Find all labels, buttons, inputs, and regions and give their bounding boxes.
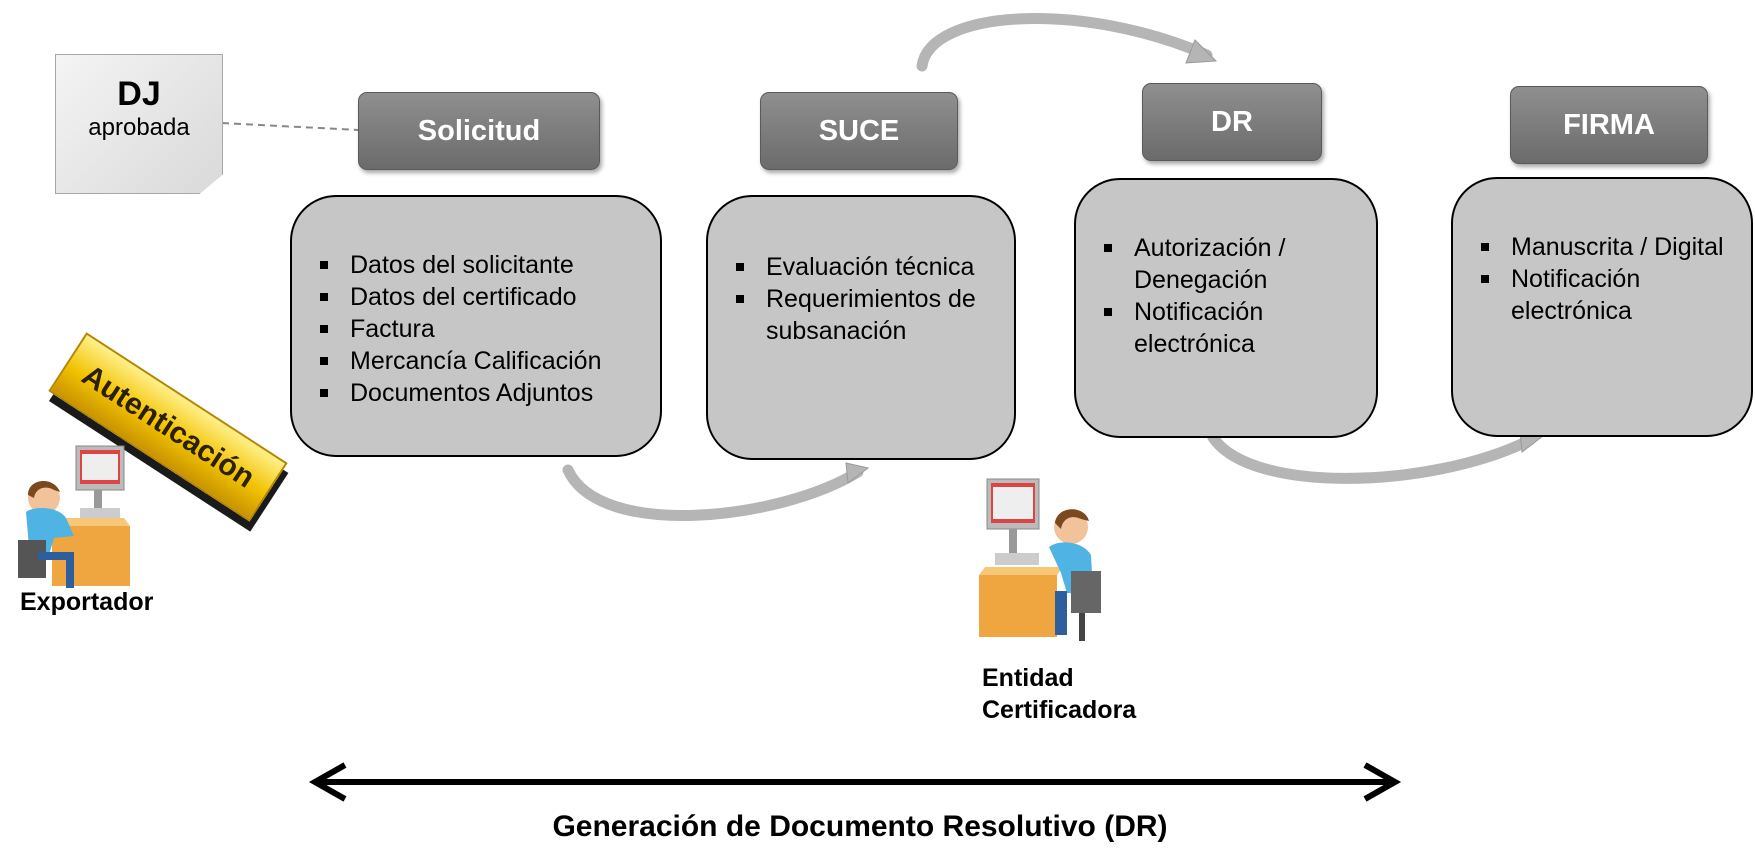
- list-item: Evaluación técnica: [708, 251, 1000, 283]
- list-item: Notificación electrónica: [1453, 263, 1737, 327]
- list-item: Datos del solicitante: [292, 249, 660, 281]
- list-item: Factura: [292, 313, 660, 345]
- step-tab-label: FIRMA: [1563, 108, 1655, 141]
- step-tab-label: DR: [1211, 105, 1253, 138]
- dj-note: DJ aprobada: [55, 54, 223, 194]
- curved-arrow-dr-firma: [1204, 426, 1536, 484]
- exporter-workstation-icon: [18, 445, 130, 588]
- dj-connector-line: [221, 122, 359, 131]
- curved-arrow-solicitud-suce: [562, 464, 864, 521]
- step-tab-label: Solicitud: [417, 114, 541, 147]
- step-tab-dr: DR: [1142, 83, 1322, 161]
- certifier-label: Entidad Certificadora: [982, 664, 1137, 724]
- step-tab-suce: SUCE: [760, 92, 958, 170]
- step-box-solicitud: Datos del solicitante Datos del certific…: [290, 195, 662, 457]
- step-tab-solicitud: Solicitud: [358, 92, 600, 170]
- suce-item-list: Evaluación técnica Requerimientos de sub…: [708, 251, 1000, 347]
- list-item: Datos del certificado: [292, 281, 660, 313]
- list-item: Mercancía Calificación: [292, 345, 660, 377]
- list-item: Manuscrita / Digital: [1453, 231, 1737, 263]
- firma-item-list: Manuscrita / Digital Notificación electr…: [1453, 231, 1737, 327]
- list-item: Documentos Adjuntos: [292, 377, 660, 409]
- step-box-firma: Manuscrita / Digital Notificación electr…: [1451, 177, 1753, 437]
- dj-note-subtitle: aprobada: [88, 114, 190, 141]
- timeline-left-head: [308, 762, 347, 802]
- solicitud-item-list: Datos del solicitante Datos del certific…: [292, 249, 660, 409]
- list-item: Requerimientos de subsanación: [708, 283, 1000, 347]
- step-box-dr: Autorización / Denegación Notificación e…: [1074, 178, 1378, 438]
- list-item: Notificación electrónica: [1076, 296, 1362, 360]
- step-tab-label: SUCE: [818, 114, 900, 147]
- step-box-suce: Evaluación técnica Requerimientos de sub…: [706, 195, 1016, 460]
- timeline-right-head: [1363, 762, 1402, 802]
- list-item: Autorización / Denegación: [1076, 232, 1362, 296]
- dr-item-list: Autorización / Denegación Notificación e…: [1076, 232, 1362, 360]
- timeline-label: Generación de Documento Resolutivo (DR): [552, 810, 1168, 843]
- step-tab-firma: FIRMA: [1510, 86, 1708, 164]
- exporter-label: Exportador: [20, 588, 154, 616]
- curved-arrow-solicitud-suce-head: [845, 462, 870, 484]
- curved-arrow-suce-dr-head: [1185, 39, 1218, 64]
- dj-note-title: DJ: [117, 75, 161, 113]
- certifier-workstation-icon: [979, 478, 1101, 641]
- curved-arrow-suce-dr: [916, 13, 1213, 72]
